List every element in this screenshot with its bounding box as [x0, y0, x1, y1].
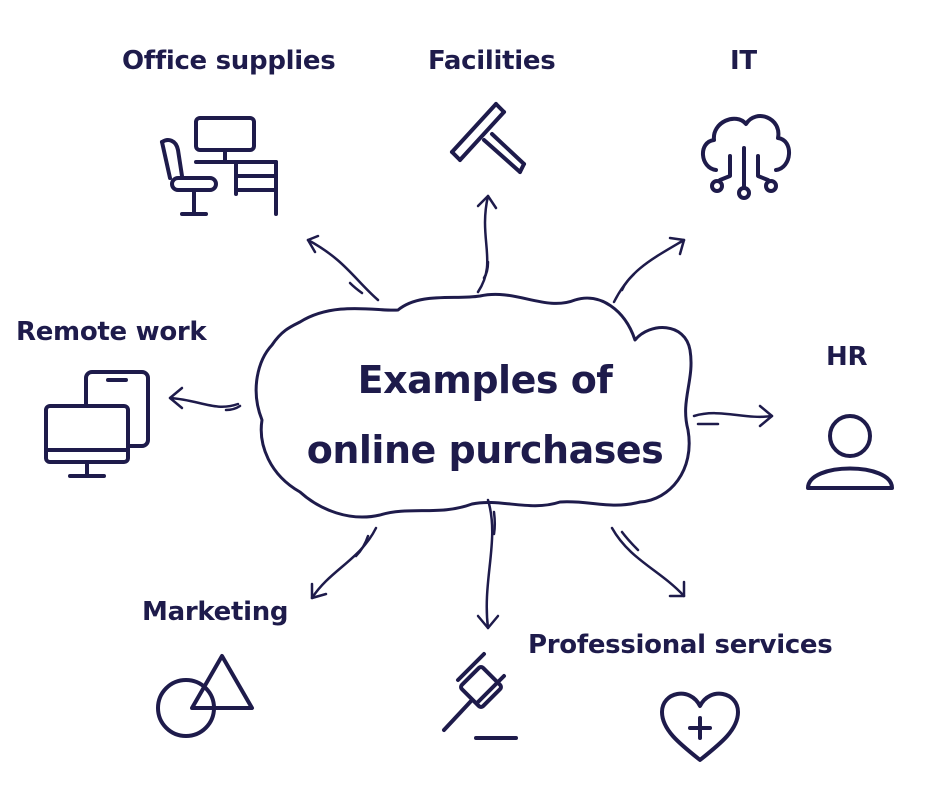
arrow-to-remote-work [168, 386, 242, 412]
arrow-to-facilities [476, 194, 498, 294]
label-it: IT [730, 46, 757, 76]
arrow-to-marketing [310, 526, 378, 600]
arrow-to-legal [476, 498, 500, 630]
center-title-line-2: online purchases [306, 428, 664, 472]
center-cloud-shape [254, 292, 693, 519]
label-professional-services: Professional services [528, 630, 833, 660]
arrow-to-office-supplies [306, 234, 380, 302]
office-desk-icon [160, 116, 278, 216]
heart-plus-icon [660, 691, 740, 762]
shapes-icon [156, 654, 254, 738]
label-remote-work: Remote work [16, 317, 207, 347]
arrow-to-it [612, 236, 686, 304]
label-hr: HR [826, 342, 868, 372]
label-facilities: Facilities [428, 46, 556, 76]
arrow-to-professional-services [610, 526, 686, 598]
arrow-to-hr [692, 404, 774, 428]
person-icon [806, 414, 894, 490]
center-title-line-1: Examples of [357, 358, 613, 402]
squeegee-icon [450, 102, 526, 174]
devices-icon [44, 370, 150, 478]
label-office-supplies: Office supplies [122, 46, 336, 76]
center-title: Examples of online purchases [300, 345, 670, 485]
cloud-network-icon [701, 114, 791, 200]
gavel-icon [442, 652, 518, 740]
label-marketing: Marketing [142, 597, 289, 627]
